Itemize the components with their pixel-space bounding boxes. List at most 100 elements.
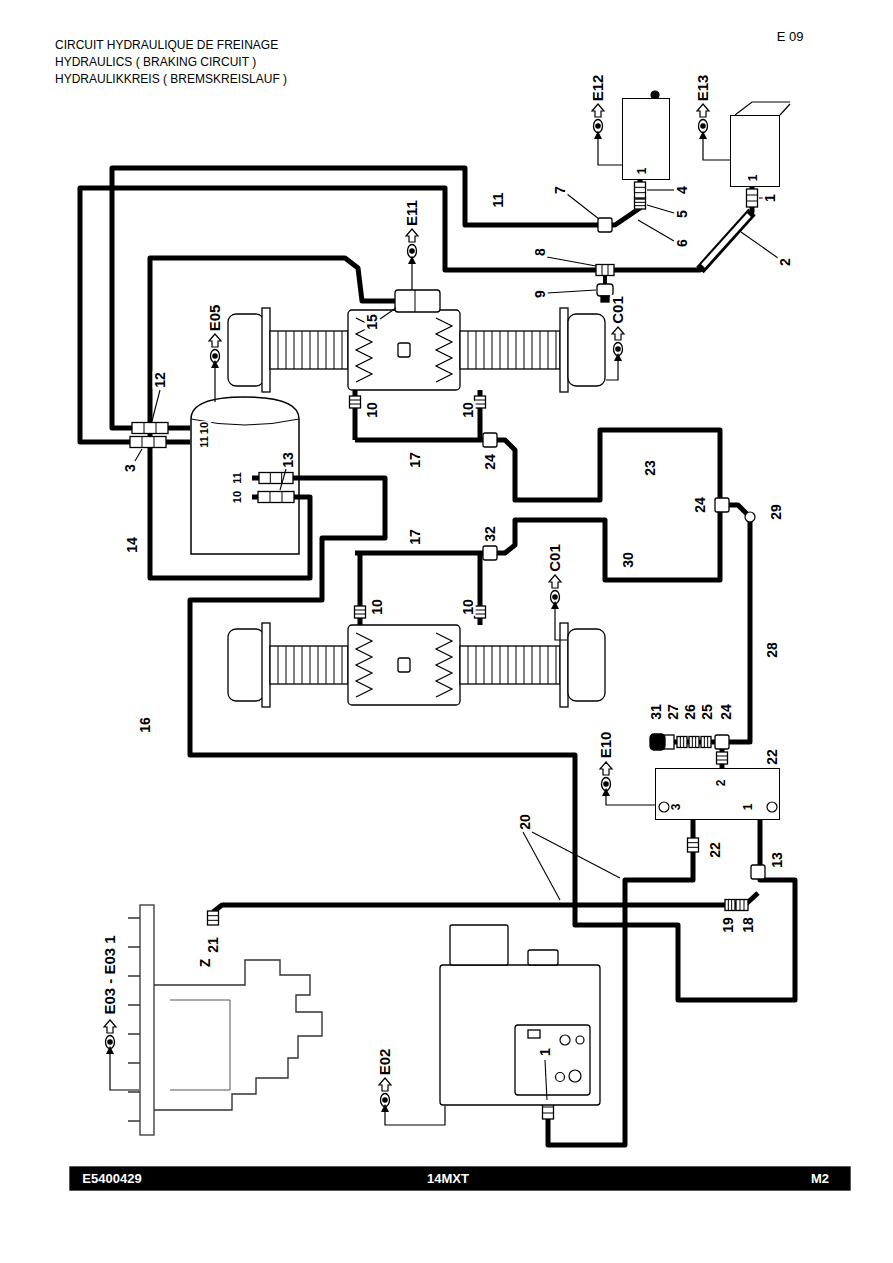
panel-port	[560, 1035, 570, 1045]
callout-number: 24	[693, 496, 708, 514]
plate-bolt	[128, 946, 140, 948]
leader-line	[647, 205, 674, 213]
callout-number: 32	[483, 525, 498, 543]
port-number: 3	[670, 803, 683, 812]
callout-number: 17	[408, 451, 423, 469]
callout-number: 9	[533, 289, 548, 299]
eye-pupil	[410, 249, 414, 253]
pressure-switch	[597, 284, 613, 296]
reference-label: E10	[598, 731, 614, 760]
callout-number: 6	[675, 238, 690, 248]
port-number: 10	[232, 490, 244, 504]
wheel-hub	[228, 314, 264, 386]
hydraulic-pipe	[700, 212, 752, 270]
fitting	[635, 182, 646, 198]
fitting-detail	[744, 900, 745, 911]
port-circle	[767, 802, 777, 812]
callout-number: 22	[765, 748, 780, 766]
leader-line	[547, 290, 596, 293]
fitting-detail	[695, 737, 696, 748]
brake-disc	[436, 633, 452, 697]
eye-pupil	[604, 782, 608, 786]
callout-number: 24	[719, 703, 734, 721]
callout-number: 18	[741, 916, 756, 934]
axle-rib	[286, 331, 287, 369]
reference-arrow-symbol	[406, 229, 418, 242]
port-number: 2	[715, 779, 728, 788]
fitting-detail	[717, 760, 728, 761]
port-number: 11	[232, 471, 244, 485]
eye-pupil	[108, 1040, 112, 1044]
callout-number: 22	[708, 841, 723, 859]
reference-label: E05	[207, 304, 223, 333]
fitting-detail	[707, 737, 708, 748]
reference-arrow-symbol	[697, 104, 709, 117]
fitting-detail	[683, 737, 684, 748]
eye-pupil	[213, 354, 217, 358]
pointer-line	[385, 1106, 445, 1125]
fitting-detail	[680, 737, 681, 748]
axle-rib	[508, 646, 509, 684]
fitting-detail	[704, 737, 705, 748]
axle-rib	[532, 331, 533, 369]
fitting-detail	[475, 610, 486, 611]
callout-number: 30	[621, 551, 636, 569]
panel-port	[576, 1036, 584, 1044]
plate-bolt	[128, 1004, 140, 1006]
panel-port	[556, 1073, 565, 1082]
reference-arrow-symbol	[549, 575, 561, 588]
fitting	[596, 265, 614, 276]
pointer-head	[551, 601, 559, 609]
pointer-line	[214, 368, 215, 402]
pointer-head	[106, 1046, 114, 1054]
axle-rib	[548, 331, 549, 369]
hub-flange	[262, 308, 270, 392]
tee-fitting	[483, 546, 497, 560]
reference-label: E12	[590, 74, 606, 103]
fitting-detail	[688, 847, 699, 848]
eye-symbol	[408, 245, 417, 258]
fitting-detail	[350, 404, 361, 405]
axle-tube	[460, 331, 560, 369]
fitting-detail	[475, 404, 486, 405]
fitting-detail	[608, 265, 609, 276]
transmission-outline	[154, 960, 322, 1110]
pointer-line	[606, 796, 655, 805]
axle-rib	[318, 646, 319, 684]
housing-plug	[398, 343, 410, 357]
fitting	[747, 189, 758, 207]
eye-symbol	[699, 120, 708, 133]
transmission-detail	[170, 1000, 230, 1090]
accumulator-body	[191, 397, 299, 554]
callout-number: 4	[675, 185, 690, 195]
accumulator-outline	[190, 395, 300, 555]
fitting	[130, 437, 166, 448]
eye-pupil	[596, 124, 600, 128]
axle-tube	[460, 646, 560, 684]
brake-disc	[436, 318, 452, 382]
plate-bolt	[128, 1120, 140, 1122]
page-number: E 09	[777, 30, 804, 44]
reference-label: E13	[695, 74, 711, 103]
footer-text: M2	[811, 1172, 829, 1186]
callout-number: 7	[553, 185, 568, 195]
plate-bolt	[128, 917, 140, 919]
callout-number: 26	[683, 703, 698, 721]
plate-bolt	[128, 1091, 140, 1093]
axle-rib	[286, 646, 287, 684]
indicator-bracket	[780, 104, 790, 115]
fitting-detail	[142, 437, 143, 448]
callout-number: 10	[461, 401, 476, 419]
callout-number: 8	[533, 247, 548, 257]
footer-text: E5400429	[82, 1172, 141, 1186]
leader-line	[523, 832, 560, 900]
leader-line	[545, 1060, 547, 1100]
pointer-line	[598, 139, 622, 165]
reference-arrow-symbol	[600, 762, 612, 775]
axle-housing	[348, 310, 460, 390]
callout-number: 14	[125, 536, 140, 554]
callout-number: 31	[649, 703, 664, 721]
eye-pupil	[701, 124, 705, 128]
callout-number: 1	[538, 1047, 553, 1057]
pointer-line	[555, 609, 567, 640]
